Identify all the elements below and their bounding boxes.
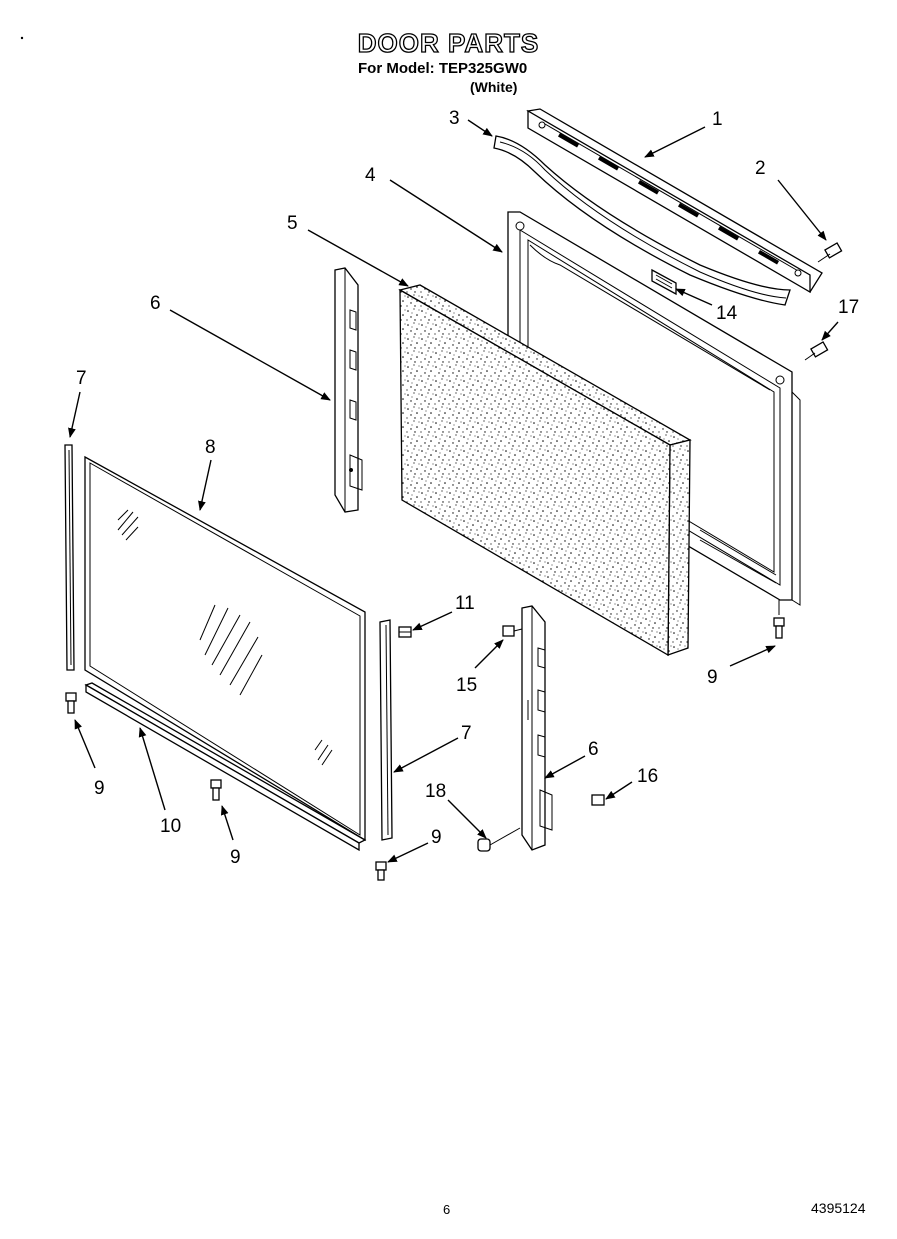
callout-14: 14 [716, 303, 738, 324]
part-17-screw [804, 341, 829, 361]
callout-6-upper: 6 [150, 293, 161, 314]
stray-mark [20, 36, 24, 40]
callout-7-right: 7 [461, 723, 472, 744]
callout-10: 10 [160, 816, 181, 837]
callout-8: 8 [205, 437, 216, 458]
leader-lines [68, 119, 839, 863]
callout-6-lower: 6 [588, 739, 599, 760]
callout-5: 5 [287, 213, 298, 234]
part-7-side-trim-right [379, 619, 393, 841]
part-10-bottom-trim [84, 682, 367, 852]
part-11-clip [398, 626, 412, 638]
part-9-screw-a [65, 692, 77, 714]
callout-3: 3 [449, 108, 460, 129]
callout-15: 15 [456, 675, 477, 696]
part-9-screw-b [210, 779, 222, 801]
callout-9-left: 9 [94, 778, 105, 799]
part-8-glass-panel [84, 455, 366, 842]
callout-7-left: 7 [76, 368, 87, 389]
callout-1: 1 [712, 109, 723, 130]
part-3-handle [493, 135, 791, 306]
part-16-clip [591, 794, 605, 806]
callout-9-center: 9 [230, 847, 241, 868]
callout-17: 17 [838, 297, 859, 318]
part-7-side-trim-left [64, 444, 75, 671]
part-6-hinge-channel-right [521, 605, 553, 851]
part-14-nameplate [651, 268, 677, 296]
page-number: 6 [443, 1202, 451, 1217]
callout-labels: 1 2 3 4 5 6 6 7 7 8 9 9 9 9 10 11 14 15 … [76, 108, 859, 868]
callout-16: 16 [637, 766, 658, 787]
page-title: DOOR PARTS [357, 27, 540, 58]
part-2-screw [817, 242, 843, 263]
callout-9-bottom: 9 [431, 827, 442, 848]
callout-2: 2 [755, 158, 766, 179]
part-6-hinge-channel-left [334, 267, 363, 513]
callout-9-right: 9 [707, 667, 718, 688]
model-line: For Model: TEP325GW0 [358, 60, 528, 77]
callout-11: 11 [455, 593, 475, 614]
part-5-insulation [398, 284, 692, 657]
part-9-screw-c [375, 861, 387, 881]
part-18-screw [477, 827, 521, 852]
callout-4: 4 [365, 165, 376, 186]
document-number: 4395124 [811, 1200, 866, 1216]
callout-18: 18 [425, 781, 446, 802]
model-variant: (White) [470, 79, 518, 95]
part-1-vent-trim [526, 108, 823, 294]
part-9-screw-d [773, 600, 785, 639]
